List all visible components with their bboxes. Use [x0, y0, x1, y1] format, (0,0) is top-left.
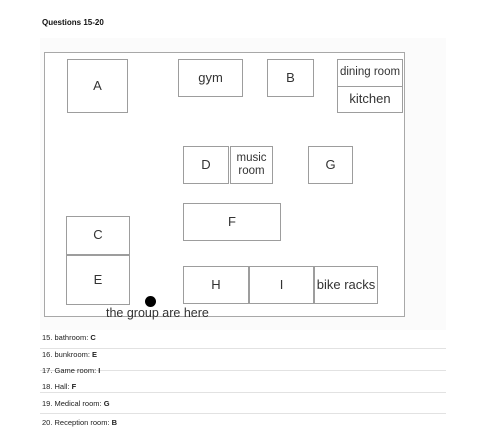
answer-divider: [40, 348, 446, 349]
room-d: D: [183, 146, 229, 184]
answer-divider: [40, 370, 446, 371]
answer-value: G: [103, 399, 110, 408]
answer-question: 19. Medical room:: [42, 399, 102, 408]
answer-line: 18. Hall: F: [42, 382, 76, 391]
answer-question: 20. Reception room:: [42, 418, 110, 427]
room-g: G: [308, 146, 353, 184]
answer-question: 18. Hall:: [42, 382, 70, 391]
room-d-label: D: [201, 156, 211, 172]
room-dining: dining room: [337, 59, 403, 87]
room-gym-label: gym: [198, 69, 223, 85]
location-marker-label: the group are here: [106, 306, 209, 320]
answer-question: 16. bunkroom:: [42, 350, 90, 359]
room-b-label: B: [286, 69, 295, 85]
answer-value: C: [90, 333, 96, 342]
room-bike-racks: bike racks: [314, 266, 378, 304]
room-music-label: music room: [236, 151, 267, 177]
answer-value: E: [92, 350, 98, 359]
answer-question: 15. bathroom:: [42, 333, 89, 342]
room-a-label: A: [93, 77, 102, 93]
room-i-label: I: [279, 276, 284, 292]
answer-question: 17. Game room:: [42, 366, 97, 375]
room-f: F: [183, 203, 281, 241]
questions-heading: Questions 15-20: [42, 18, 104, 27]
answer-line: 15. bathroom: C: [42, 333, 96, 342]
room-f-label: F: [228, 213, 236, 229]
answer-line: 20. Reception room: B: [42, 418, 117, 427]
answer-value: B: [111, 418, 118, 427]
room-c-label: C: [93, 227, 103, 243]
room-h-label: H: [211, 276, 221, 292]
room-e-label: E: [93, 271, 103, 287]
room-i: I: [249, 266, 314, 304]
answer-divider: [40, 413, 446, 414]
room-e: E: [66, 255, 130, 305]
location-marker-dot: [145, 296, 156, 307]
room-dining-label: dining room: [339, 66, 401, 79]
room-kitchen: kitchen: [337, 86, 403, 113]
room-c: C: [66, 216, 130, 255]
room-g-label: G: [325, 156, 336, 172]
answer-line: 17. Game room: I: [42, 366, 100, 375]
room-h: H: [183, 266, 249, 304]
room-a: A: [67, 59, 128, 113]
answer-line: 19. Medical room: G: [42, 399, 110, 408]
room-gym: gym: [178, 59, 243, 97]
room-music: music room: [230, 146, 273, 184]
room-kitchen-label: kitchen: [349, 91, 391, 107]
answer-value: I: [98, 366, 101, 375]
answer-value: F: [71, 382, 77, 391]
room-b: B: [267, 59, 314, 97]
answer-line: 16. bunkroom: E: [42, 350, 97, 359]
answer-divider: [40, 392, 446, 393]
room-bike-racks-label: bike racks: [316, 276, 376, 292]
